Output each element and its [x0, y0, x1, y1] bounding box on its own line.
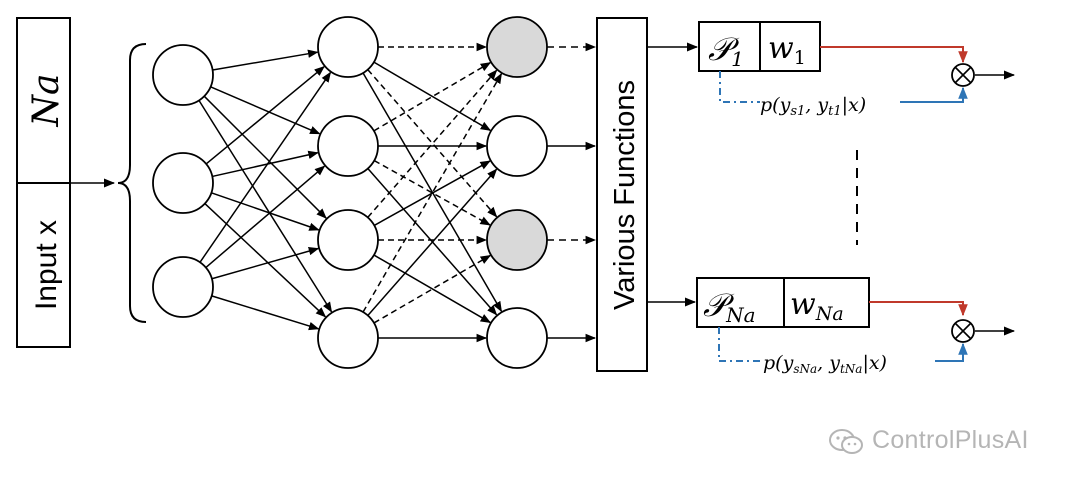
edge-hidden-output [373, 61, 492, 131]
edge-hidden-output [373, 254, 492, 324]
input-layer-node [152, 256, 214, 318]
functions-box: Various Functions [596, 17, 648, 372]
edge-input-hidden [211, 295, 320, 331]
input-layer-node [152, 152, 214, 214]
hidden-layer-node [317, 115, 379, 177]
network-nodes [152, 16, 548, 369]
edge-hidden-output [373, 254, 492, 324]
input-box: Na Input x [16, 17, 71, 348]
output-layer-node [486, 307, 548, 369]
edge-input-hidden [205, 66, 325, 165]
head1-weight-line [820, 46, 968, 64]
head1-prob-arrow [900, 86, 968, 103]
head2-prob-arrow [935, 342, 968, 362]
curly-brace [117, 43, 147, 323]
edge-input-hidden [203, 95, 327, 219]
watermark: ControlPlusAI [828, 424, 1068, 460]
edge-hidden-output [373, 160, 491, 227]
edge-hidden-output [367, 69, 498, 218]
head2-weight-line [869, 301, 968, 317]
edge-hidden-output [362, 72, 503, 313]
head1-prob-line [719, 71, 760, 103]
head2-w-label: wNa [790, 287, 844, 325]
head-1: 𝒫1 w1 p(ys1, yt1|x) [698, 21, 1016, 119]
output-layer-node [486, 209, 548, 271]
edge-input-hidden [204, 202, 327, 318]
hidden-layer-node [317, 209, 379, 271]
hidden-layer-node [317, 16, 379, 78]
edge-input-hidden [210, 86, 321, 135]
edge-hidden-output [367, 168, 498, 316]
edge-input-hidden [205, 165, 326, 269]
head2-prob-label: p(ysNa, ytNa|x) [763, 352, 887, 376]
output-layer-node [486, 115, 548, 177]
head2-prob-line [718, 327, 763, 362]
head2-p-label: 𝒫Na [703, 286, 756, 327]
functions-label: Various Functions [609, 80, 641, 310]
edge-input-hidden [212, 150, 319, 178]
edge-hidden-output [362, 72, 503, 313]
edge-hidden-output [373, 159, 491, 226]
edge-input-hidden [199, 71, 332, 263]
wechat-icon [829, 429, 863, 454]
edge-input-hidden [198, 100, 333, 313]
head-2: 𝒫Na wNa p(ysNa, ytNa|x) [696, 277, 1016, 376]
head1-prob-label: p(ys1, yt1|x) [760, 94, 866, 119]
head1-w-label: w1 [768, 31, 806, 69]
input-top-label: Na [26, 74, 67, 128]
edge-hidden-output [373, 62, 492, 132]
watermark-text: ControlPlusAI [872, 426, 1029, 454]
edge-input-hidden [211, 192, 320, 231]
edge-input-hidden [212, 49, 319, 71]
network-edges [198, 42, 597, 343]
hidden-layer-node [317, 307, 379, 369]
edge-hidden-output [367, 69, 498, 218]
input-layer-node [152, 44, 214, 106]
edge-input-hidden [211, 247, 320, 280]
input-bottom-label: Input x [30, 220, 63, 310]
output-layer-node [486, 16, 548, 78]
